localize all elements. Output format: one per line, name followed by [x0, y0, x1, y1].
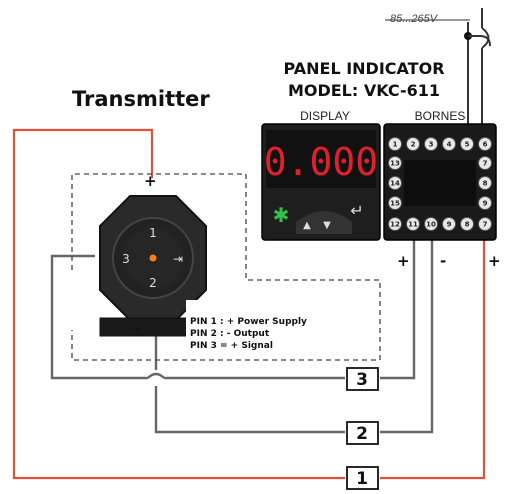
transmitter-plus-sign: + — [144, 172, 157, 190]
enter-star-icon[interactable]: ✱ — [273, 203, 290, 227]
display-label: DISPLAY — [300, 109, 350, 123]
terminal-14 — [388, 176, 402, 190]
center-pin-icon — [149, 254, 157, 262]
signal-wire — [50, 254, 148, 380]
terminal-9 — [442, 217, 456, 231]
terminals-top: 1 2 3 4 5 6 — [388, 137, 492, 151]
wires — [12, 128, 486, 480]
arrow-up-icon[interactable]: ▲ — [303, 220, 311, 231]
arrow-down-icon[interactable]: ▼ — [323, 220, 331, 231]
terminal-8 — [478, 176, 492, 190]
terminal-2 — [406, 137, 420, 151]
wire-label-1: 1 — [346, 466, 379, 490]
terminal-3 — [424, 137, 438, 151]
terminal-7 — [478, 217, 492, 231]
terminal-9 — [478, 196, 492, 210]
terminal-8 — [460, 217, 474, 231]
terminal-label-13: 13 — [390, 160, 400, 168]
terminal-label-11: 11 — [408, 221, 418, 229]
cable-outline — [71, 173, 381, 361]
pin-note-3: PIN 3 = + Signal — [190, 341, 273, 351]
terminal-label-14: 14 — [390, 180, 400, 188]
pin-notes-backdrop — [186, 300, 336, 356]
terminal-label-10: 10 — [426, 221, 436, 229]
terminal-label-7: 7 — [483, 160, 488, 168]
bornes-plus-right: + — [488, 252, 501, 270]
terminal-13 — [388, 156, 402, 170]
terminal-label-5: 5 — [465, 141, 470, 149]
terminal-label-12: 12 — [390, 221, 400, 229]
terminal-label-7: 7 — [483, 221, 488, 229]
display-unit: DISPLAY 0.000 ✱ ▲ ▼ ↵ — [261, 109, 381, 241]
bornes-label: BORNES — [415, 109, 466, 123]
terminal-label-4: 4 — [447, 141, 452, 149]
terminals-bottom: 12 11 10 9 8 7 — [388, 217, 492, 231]
terminal-label-9: 9 — [483, 200, 488, 208]
pin-note-2: PIN 2 : - Output — [190, 329, 270, 339]
power-wire — [12, 128, 345, 480]
panel-heading-line2: MODEL: VKC-611 — [288, 81, 440, 100]
terminal-4 — [442, 137, 456, 151]
transmitter-minus-sign: - — [134, 320, 140, 338]
bornes-plus-left: + — [397, 252, 410, 270]
terminal-label-9: 9 — [447, 221, 452, 229]
terminals-left: 13 14 15 — [388, 156, 402, 210]
terminal-6 — [478, 137, 492, 151]
terminal-7 — [478, 156, 492, 170]
wire-label-2: 2 — [346, 421, 379, 445]
pin-1-label: 1 — [149, 226, 157, 240]
terminal-10 — [424, 217, 438, 231]
terminals-right: 7 8 9 — [478, 156, 492, 210]
transmitter-title: Transmitter — [72, 87, 210, 111]
terminal-label-8: 8 — [465, 221, 470, 229]
panel-heading-line1: PANEL INDICATOR — [283, 59, 444, 78]
terminal-12 — [388, 217, 402, 231]
pin-note-1: PIN 1 : + Power Supply — [190, 317, 307, 327]
terminal-label-2: 2 — [411, 141, 416, 149]
terminal-label-6: 6 — [483, 141, 488, 149]
svg-text:3: 3 — [356, 370, 368, 390]
terminal-label-8: 8 — [483, 180, 488, 188]
terminal-label-15: 15 — [390, 200, 400, 208]
transmitter-body: 1 3 2 ⇥ — [99, 195, 207, 337]
bornes-minus: - — [440, 252, 446, 270]
terminal-15 — [388, 196, 402, 210]
terminal-label-3: 3 — [429, 141, 434, 149]
terminal-label-1: 1 — [393, 141, 398, 149]
wire-label-3: 3 — [346, 367, 379, 391]
display-readout: 0.000 — [264, 140, 378, 184]
return-icon[interactable]: ↵ — [350, 201, 363, 220]
svg-text:1: 1 — [356, 469, 368, 489]
pin-3-label: 3 — [122, 252, 130, 266]
supply-voltage-label: 85...265V — [390, 13, 439, 25]
terminal-11 — [406, 217, 420, 231]
arrow-in-icon: ⇥ — [173, 252, 183, 266]
terminal-5 — [460, 137, 474, 151]
svg-text:2: 2 — [356, 424, 368, 444]
pin-2-label: 2 — [149, 276, 157, 290]
terminal-1 — [388, 137, 402, 151]
